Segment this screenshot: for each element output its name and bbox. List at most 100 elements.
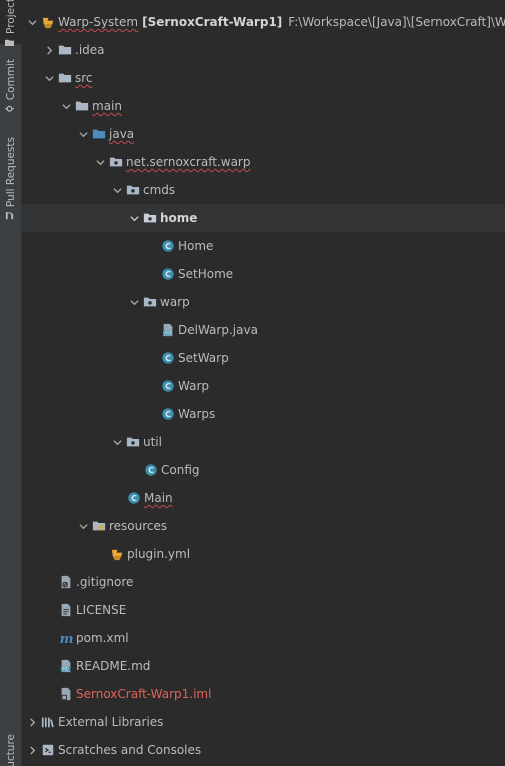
tree-row-plugin-yml[interactable]: plugin.yml: [22, 540, 505, 568]
chevron-down-icon[interactable]: [126, 210, 142, 226]
chevron-down-icon[interactable]: [109, 434, 125, 450]
svg-text:m: m: [59, 632, 73, 646]
svg-text:C: C: [165, 354, 171, 363]
class-icon: C: [160, 378, 176, 394]
chevron-down-icon[interactable]: [41, 70, 57, 86]
commit-icon: [5, 104, 16, 113]
pom-label: pom.xml: [76, 631, 129, 645]
chevron-right-icon[interactable]: [24, 714, 40, 730]
chevron-down-icon[interactable]: [24, 14, 40, 30]
tree-row-scratches[interactable]: Scratches and Consoles: [22, 736, 505, 764]
src-label: src: [75, 71, 93, 85]
side-tab-commit[interactable]: Commit: [0, 56, 22, 116]
tree-row-sethome-class[interactable]: C SetHome: [22, 260, 505, 288]
class-icon: C: [160, 350, 176, 366]
tree-row-util[interactable]: util: [22, 428, 505, 456]
side-tab-project-label: Project: [5, 0, 17, 34]
class-icon: C: [160, 266, 176, 282]
folder-icon: [57, 42, 73, 58]
tree-row-cmds[interactable]: cmds: [22, 176, 505, 204]
warps-class-label: Warps: [178, 407, 216, 421]
side-tab-structure[interactable]: Structure: [0, 728, 22, 766]
chevron-down-icon[interactable]: [126, 294, 142, 310]
tree-row-root[interactable]: Warp-System [SernoxCraft-Warp1] F:\Works…: [22, 8, 505, 36]
readme-label: README.md: [76, 659, 151, 673]
idea-label: .idea: [75, 43, 105, 57]
config-class-label: Config: [161, 463, 200, 477]
root-path: F:\Workspace\[Java]\[SernoxCraft]\Warp-S…: [288, 15, 505, 29]
tree-row-external-libraries[interactable]: External Libraries: [22, 708, 505, 736]
tree-row-readme[interactable]: MD README.md: [22, 652, 505, 680]
tree-row-resources[interactable]: resources: [22, 512, 505, 540]
tree-row-setwarp-class[interactable]: C SetWarp: [22, 344, 505, 372]
package-icon: [108, 154, 124, 170]
tree-row-warp-folder[interactable]: warp: [22, 288, 505, 316]
project-tree[interactable]: Warp-System [SernoxCraft-Warp1] F:\Works…: [22, 0, 505, 766]
package-icon: [142, 210, 158, 226]
class-icon: C: [126, 490, 142, 506]
main-label: main: [92, 99, 122, 113]
tree-row-home-class[interactable]: C Home: [22, 232, 505, 260]
class-icon: C: [143, 462, 159, 478]
class-icon: C: [160, 406, 176, 422]
home-class-label: Home: [178, 239, 214, 253]
license-label: LICENSE: [76, 603, 127, 617]
chevron-right-icon[interactable]: [41, 42, 57, 58]
tree-row-delwarp[interactable]: JAVA DelWarp.java: [22, 316, 505, 344]
tree-row-src[interactable]: src: [22, 64, 505, 92]
maven-icon: m: [58, 630, 74, 646]
tree-row-java[interactable]: java: [22, 120, 505, 148]
gitignore-label: .gitignore: [76, 575, 134, 589]
home-label: home: [160, 211, 198, 225]
tree-row-home[interactable]: home: [22, 204, 505, 232]
side-tab-pull-requests-label: Pull Requests: [5, 137, 17, 208]
scratches-label: Scratches and Consoles: [58, 743, 202, 757]
java-label: java: [109, 127, 135, 141]
root-name: Warp-System: [58, 15, 139, 29]
tree-row-package[interactable]: net.sernoxcraft.warp: [22, 148, 505, 176]
chevron-right-icon[interactable]: [24, 742, 40, 758]
svg-text:C: C: [148, 466, 154, 475]
tool-window-strip: Project Commit Pull Requests Structure: [0, 0, 22, 766]
pull-request-icon: [5, 212, 16, 221]
tree-row-idea[interactable]: .idea: [22, 36, 505, 64]
svg-text:C: C: [165, 382, 171, 391]
tree-row-license[interactable]: LICENSE: [22, 596, 505, 624]
tree-row-main[interactable]: main: [22, 92, 505, 120]
tree-row-main-class[interactable]: C Main: [22, 484, 505, 512]
folder-icon: [5, 37, 16, 46]
external-libraries-label: External Libraries: [58, 715, 164, 729]
chevron-down-icon[interactable]: [109, 182, 125, 198]
tree-row-iml[interactable]: SernoxCraft-Warp1.iml: [22, 680, 505, 708]
package-icon: [125, 434, 141, 450]
chevron-down-icon[interactable]: [75, 126, 91, 142]
svg-text:C: C: [165, 242, 171, 251]
java-file-icon: JAVA: [160, 322, 176, 338]
chevron-down-icon[interactable]: [75, 518, 91, 534]
tree-row-warps-class[interactable]: C Warps: [22, 400, 505, 428]
tree-row-config-class[interactable]: C Config: [22, 456, 505, 484]
root-module: [SernoxCraft-Warp1]: [142, 15, 283, 29]
svg-text:JAVA: JAVA: [162, 330, 172, 335]
chevron-down-icon[interactable]: [92, 154, 108, 170]
svg-text:C: C: [165, 410, 171, 419]
tree-row-pom[interactable]: m pom.xml: [22, 624, 505, 652]
svg-text:MD: MD: [62, 666, 68, 671]
side-tab-pull-requests[interactable]: Pull Requests: [0, 134, 22, 224]
iml-label: SernoxCraft-Warp1.iml: [76, 687, 212, 701]
setwarp-class-label: SetWarp: [178, 351, 229, 365]
library-icon: [40, 714, 56, 730]
chevron-down-icon[interactable]: [58, 98, 74, 114]
sethome-class-label: SetHome: [178, 267, 234, 281]
cmds-label: cmds: [143, 183, 176, 197]
plugin-yml-label: plugin.yml: [127, 547, 191, 561]
svg-text:C: C: [165, 270, 171, 279]
side-tab-project[interactable]: Project: [0, 0, 22, 46]
class-icon: C: [160, 238, 176, 254]
warp-folder-label: warp: [160, 295, 190, 309]
folder-icon: [74, 98, 90, 114]
iml-file-icon: [58, 686, 74, 702]
tree-row-warp-class[interactable]: C Warp: [22, 372, 505, 400]
tree-row-gitignore[interactable]: .gitignore: [22, 568, 505, 596]
